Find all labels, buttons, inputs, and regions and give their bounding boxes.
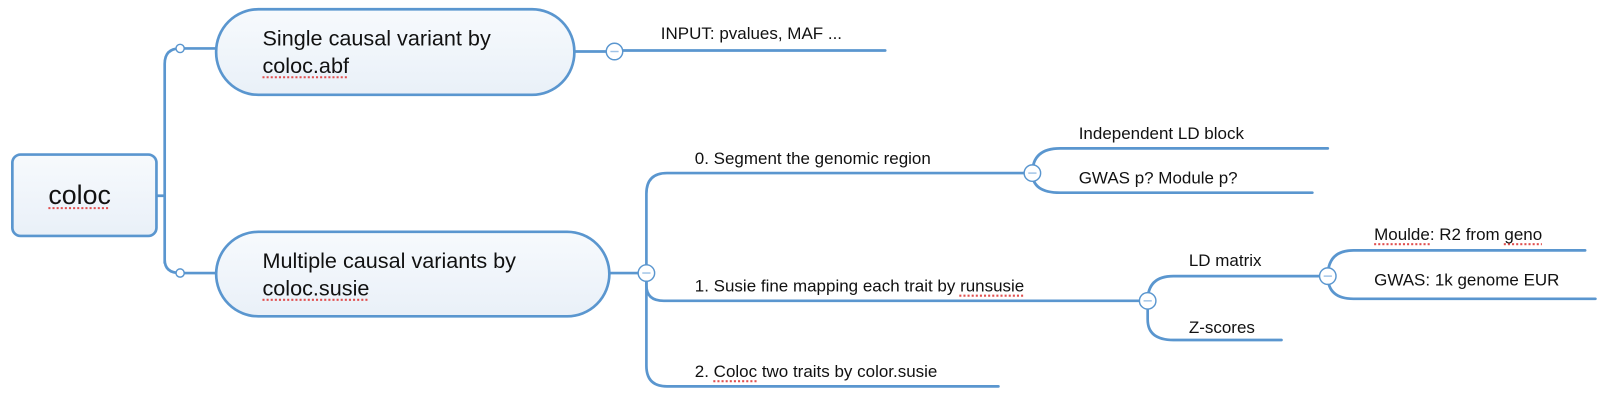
minus-circle-icon[interactable] [637, 264, 656, 282]
module-r2-label[interactable]: Moulde: R2 from geno [1374, 225, 1543, 245]
step1-label[interactable]: 1. Susie fine mapping each trait by runs… [695, 278, 1024, 295]
attach-point-icon [175, 268, 185, 278]
step2-label[interactable]: 2. Coloc two traits by color.susie [694, 362, 938, 382]
branch1-label-line1: Single causal variant by [262, 26, 491, 51]
step2-word: Coloc [713, 362, 758, 382]
minus-circle-icon[interactable] [1023, 164, 1042, 183]
connector-root [155, 47, 218, 275]
geno-word: geno [1504, 225, 1543, 245]
connector-step0 [645, 171, 1034, 275]
module-mid: : R2 from [1429, 225, 1505, 245]
gwas-1k-label[interactable]: GWAS: 1k genome EUR [1374, 270, 1560, 290]
ld-block-label[interactable]: Independent LD block [1078, 124, 1244, 144]
branch2-node-box[interactable] [214, 230, 611, 318]
minus-circle-icon[interactable] [1318, 267, 1337, 286]
attach-point-icon [175, 43, 185, 54]
step2-suffix: two traits by color.susie [757, 362, 938, 382]
root-node-label: coloc [48, 179, 111, 211]
step1-text: 1. Susie fine mapping each trait by [694, 277, 961, 296]
minus-circle-icon[interactable] [1138, 291, 1157, 310]
branch2-label-line1: Multiple causal variants by [262, 249, 516, 274]
gwas-module-label[interactable]: GWAS p? Module p? [1078, 168, 1238, 188]
step2-prefix: 2. [694, 362, 714, 382]
connector-step2 [645, 271, 1000, 388]
branch2-label-line2: coloc.susie [262, 277, 370, 301]
branch1-input-label[interactable]: INPUT: pvalues, MAF ... [660, 24, 843, 44]
ld-matrix-label[interactable]: LD matrix [1188, 251, 1262, 270]
step1-word: runsusie [960, 277, 1025, 296]
minus-circle-icon[interactable] [605, 42, 624, 61]
module-word: Moulde [1374, 225, 1430, 245]
root-node-box[interactable] [11, 153, 158, 238]
step0-label[interactable]: 0. Segment the genomic region [694, 149, 931, 168]
branch1-label-line2: coloc.abf [262, 54, 349, 79]
branch1-node-box[interactable] [214, 7, 576, 97]
z-scores-label[interactable]: Z-scores [1188, 318, 1255, 337]
